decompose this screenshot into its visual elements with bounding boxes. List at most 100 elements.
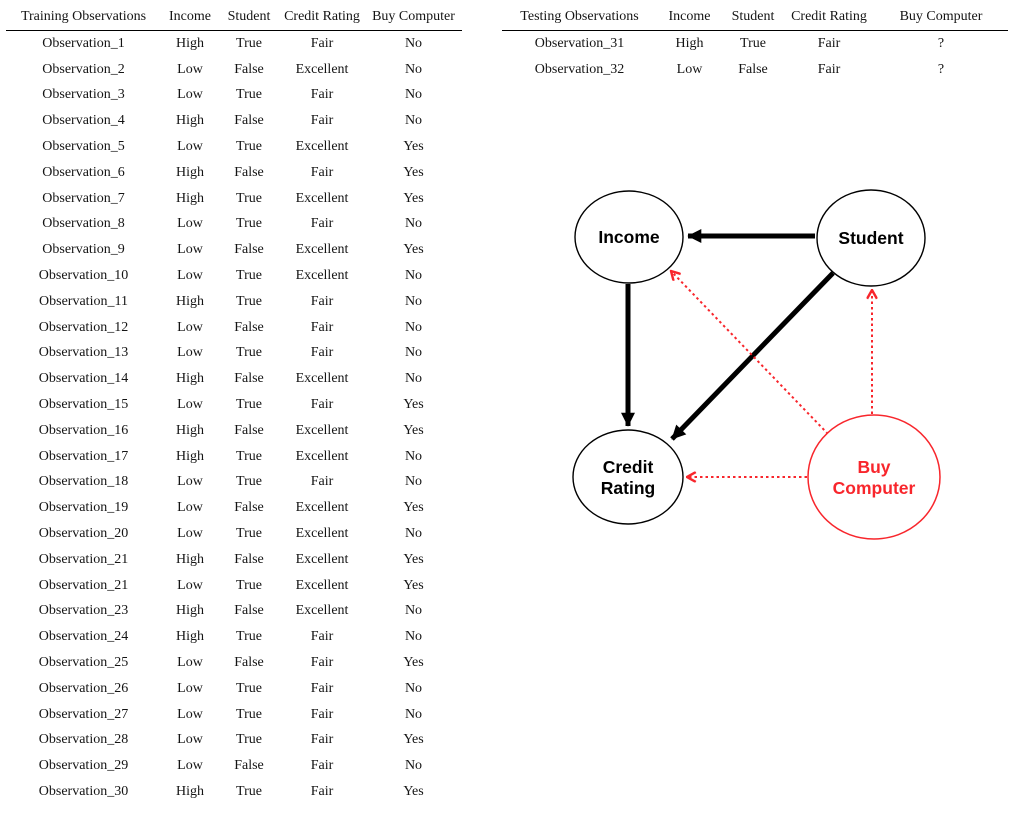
- node-income: [574, 190, 684, 284]
- table-cell: Low: [177, 758, 203, 774]
- table-cell: No: [404, 448, 423, 464]
- table-cell: False: [234, 319, 264, 335]
- table-cell: Observation_12: [38, 319, 129, 335]
- node-buy-computer-label-line1: Buy: [857, 457, 890, 477]
- column-header: Buy Computer: [874, 4, 1008, 31]
- table-cell: False: [234, 113, 264, 129]
- table-cell: High: [176, 551, 204, 567]
- table-cell: No: [404, 371, 423, 387]
- table-cell: True: [236, 190, 262, 206]
- edge-student-to-credit-rating: [670, 271, 835, 441]
- table-cell: Fair: [310, 706, 334, 722]
- table-cell: Yes: [403, 139, 424, 155]
- bayesian-network-diagram: Income Student Credit Rating Buy Compute…: [572, 189, 941, 540]
- table-cell: No: [404, 87, 423, 103]
- table-cell: Yes: [403, 422, 424, 438]
- table-cell: True: [236, 474, 262, 490]
- table-cell: Observation_2: [42, 61, 125, 77]
- node-credit-rating: [572, 429, 684, 525]
- table-cell: Fair: [310, 164, 334, 180]
- table-cell: No: [404, 35, 423, 51]
- table-cell: False: [234, 655, 264, 671]
- table-cell: Low: [177, 61, 203, 77]
- table-cell: Low: [177, 526, 203, 542]
- table-cell: Observation_8: [42, 216, 125, 232]
- table-cell: Excellent: [295, 577, 349, 593]
- table-cell: High: [176, 603, 204, 619]
- table-cell: Excellent: [295, 61, 349, 77]
- table-cell: Observation_4: [42, 113, 125, 129]
- table-cell: Excellent: [295, 139, 349, 155]
- column-header: Credit Rating: [279, 4, 365, 31]
- table-cell: Fair: [817, 35, 841, 51]
- table-cell: True: [236, 268, 262, 284]
- table-cell: Observation_5: [42, 139, 125, 155]
- table-cell: High: [176, 164, 204, 180]
- table-cell: Fair: [310, 345, 334, 361]
- table-cell: True: [236, 397, 262, 413]
- table-cell: False: [234, 242, 264, 258]
- table-cell: No: [404, 758, 423, 774]
- table-cell: No: [404, 61, 423, 77]
- column-header: Income: [657, 4, 722, 31]
- table-cell: Low: [177, 216, 203, 232]
- table-cell: Fair: [310, 397, 334, 413]
- table-cell: Fair: [310, 319, 334, 335]
- table-cell: Observation_28: [38, 732, 129, 748]
- table-cell: Low: [177, 732, 203, 748]
- table-cell: True: [236, 706, 262, 722]
- table-cell: High: [176, 448, 204, 464]
- table-cell: Observation_18: [38, 474, 129, 490]
- table-cell: False: [234, 371, 264, 387]
- table-cell: High: [176, 784, 204, 799]
- table-cell: No: [404, 113, 423, 129]
- table-cell: Excellent: [295, 268, 349, 284]
- table-cell: Fair: [310, 216, 334, 232]
- table-cell: No: [404, 474, 423, 490]
- table-cell: Observation_9: [42, 242, 125, 258]
- table-cell: Observation_27: [38, 706, 129, 722]
- table-cell: Yes: [403, 397, 424, 413]
- table-cell: Excellent: [295, 500, 349, 516]
- table-cell: Excellent: [295, 242, 349, 258]
- table-cell: Observation_10: [38, 268, 129, 284]
- edge-buy-computer-to-income: [671, 271, 829, 435]
- table-cell: True: [236, 448, 262, 464]
- table-cell: Yes: [403, 190, 424, 206]
- table-cell: Fair: [310, 732, 334, 748]
- table-cell: Low: [177, 500, 203, 516]
- table-cell: Observation_19: [38, 500, 129, 516]
- table-cell: Observation_24: [38, 629, 129, 645]
- table-cell: High: [176, 190, 204, 206]
- table-cell: Observation_26: [38, 680, 129, 696]
- table-cell: Observation_7: [42, 190, 125, 206]
- table-cell: Observation_14: [38, 371, 129, 387]
- table-cell: No: [404, 268, 423, 284]
- table-cell: Yes: [403, 732, 424, 748]
- table-cell: True: [236, 35, 262, 51]
- table-cell: Low: [177, 87, 203, 103]
- table-cell: Excellent: [295, 551, 349, 567]
- table-cell: Low: [177, 345, 203, 361]
- table-cell: Observation_23: [38, 603, 129, 619]
